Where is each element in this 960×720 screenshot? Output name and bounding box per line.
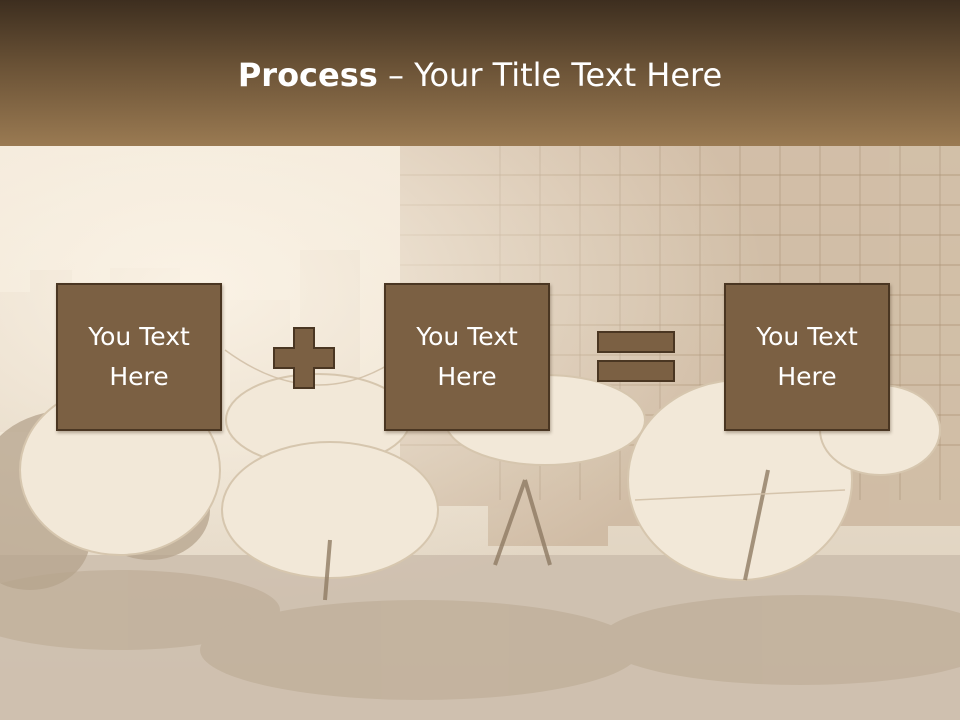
slide-title: Process – Your Title Text Here [0,53,960,97]
process-box-1-text: You Text Here [88,322,190,391]
equals-icon [597,331,675,382]
title-rest: – Your Title Text Here [377,56,723,94]
process-box-3-text: You Text Here [756,322,858,391]
process-box-1: You Text Here [56,283,222,431]
process-box-2: You Text Here [384,283,550,431]
header-bar: Process – Your Title Text Here [0,0,960,146]
process-box-2-text: You Text Here [416,322,518,391]
process-box-3: You Text Here [724,283,890,431]
plus-icon [273,327,335,389]
title-bold: Process [237,56,378,94]
